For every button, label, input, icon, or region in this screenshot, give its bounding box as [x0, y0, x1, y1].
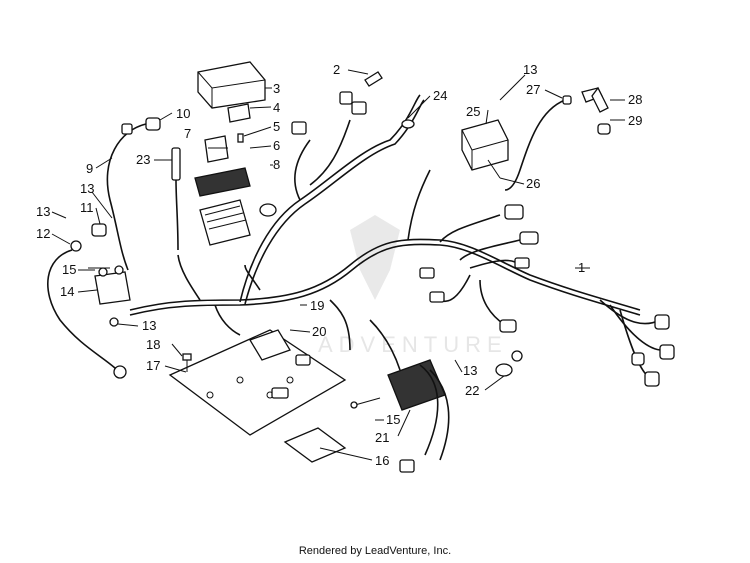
- main-wiring-harness: [129, 94, 666, 379]
- callout-2: 2: [333, 62, 340, 77]
- fuse-panel: [194, 167, 251, 197]
- starter-solenoid: [94, 265, 131, 305]
- fuse-box-cover: [197, 61, 266, 109]
- callout-8: 8: [273, 157, 280, 172]
- callout-28: 28: [628, 92, 642, 107]
- callout-13-lower-right: 13: [463, 363, 477, 378]
- callout-23: 23: [136, 152, 150, 167]
- callout-13-nut: 13: [142, 318, 156, 333]
- callout-16: 16: [375, 453, 389, 468]
- callout-4: 4: [273, 100, 280, 115]
- cap: [597, 123, 611, 135]
- boot: [91, 223, 107, 237]
- screw: [350, 397, 381, 409]
- callout-labels: 1 2 3 4 5 6 7 8 9 10 11 12 13 13 13 13 1…: [36, 62, 642, 468]
- callout-17: 17: [146, 358, 160, 373]
- callout-13-top-right: 13: [523, 62, 537, 77]
- ring-terminal: [401, 119, 415, 129]
- relay: [227, 103, 251, 123]
- callout-1: 1: [578, 260, 585, 275]
- sensor: [171, 147, 181, 251]
- battery-cable: [47, 249, 127, 379]
- callout-25: 25: [466, 104, 480, 119]
- cdi-module: [461, 119, 509, 179]
- callout-20: 20: [312, 324, 326, 339]
- pad: [283, 427, 347, 463]
- callout-11: 11: [80, 200, 94, 215]
- callout-3: 3: [273, 81, 280, 96]
- terminal-cap: [106, 117, 161, 271]
- callout-14: 14: [60, 284, 74, 299]
- footer-credit: Rendered by LeadVenture, Inc.: [298, 545, 452, 557]
- watermark-text: ADVENTURE: [318, 332, 508, 357]
- callout-13-left-a: 13: [36, 204, 50, 219]
- clamp: [259, 203, 277, 217]
- connector-top: [291, 71, 383, 135]
- watermark: ADVENTURE: [318, 215, 508, 357]
- elbow-fitting: [581, 86, 609, 113]
- harness-connectors-right: [419, 204, 675, 387]
- callout-26: 26: [526, 176, 540, 191]
- callout-18: 18: [146, 337, 160, 352]
- screw-18: [182, 353, 192, 372]
- callout-21: 21: [375, 430, 389, 445]
- callout-19: 19: [310, 298, 324, 313]
- fuse-block: [199, 199, 251, 246]
- voltage-regulator: [369, 319, 450, 473]
- relay-small: [204, 135, 229, 163]
- callout-15-upper: 15: [62, 262, 76, 277]
- leader-lines: [51, 69, 625, 461]
- callout-22: 22: [465, 383, 479, 398]
- callout-15-lower: 15: [386, 412, 400, 427]
- hose: [504, 95, 572, 191]
- callout-6: 6: [273, 138, 280, 153]
- clamp-small: [495, 350, 523, 377]
- callout-13-left-b: 13: [80, 181, 94, 196]
- callout-7: 7: [184, 126, 191, 141]
- callout-12: 12: [36, 226, 50, 241]
- nut: [109, 317, 119, 327]
- callout-10: 10: [176, 106, 190, 121]
- callout-29: 29: [628, 113, 642, 128]
- callout-9: 9: [86, 161, 93, 176]
- callout-27: 27: [526, 82, 540, 97]
- fuse: [237, 133, 244, 143]
- callout-5: 5: [273, 119, 280, 134]
- relay-plate: [249, 329, 311, 399]
- washer: [70, 240, 82, 252]
- callout-24: 24: [433, 88, 447, 103]
